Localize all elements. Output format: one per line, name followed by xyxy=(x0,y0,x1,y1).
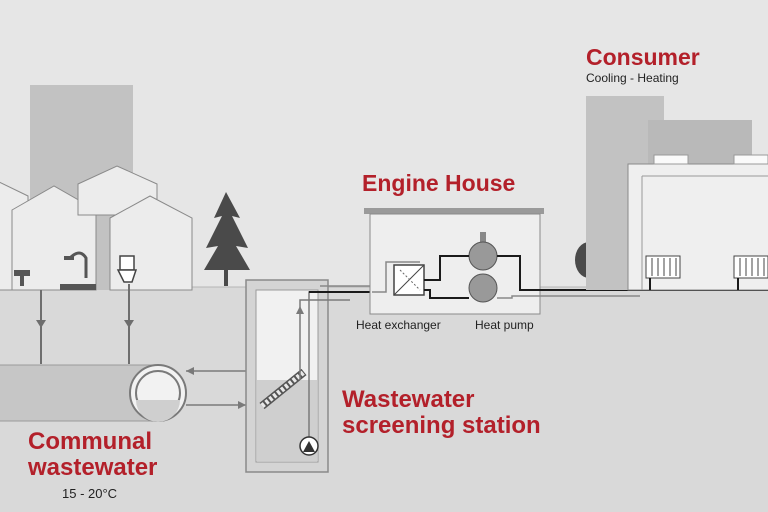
drain-arrow-2 xyxy=(124,320,134,328)
toilet-icon xyxy=(116,255,138,283)
consumer-title: Consumer xyxy=(586,44,700,70)
tree-icon xyxy=(204,192,250,286)
sewer-cross-section xyxy=(129,364,187,422)
house-2 xyxy=(11,185,97,291)
screening-station-label-line2: screening station xyxy=(342,412,541,439)
heat-exchanger-label: Heat exchanger xyxy=(356,318,441,332)
consumer-subtitle: Cooling - Heating xyxy=(586,71,679,85)
intake-pipe xyxy=(186,401,246,409)
radiator-icon-2 xyxy=(733,255,768,290)
screening-station-label-line1: Wastewater xyxy=(342,386,475,413)
drain-arrow-1 xyxy=(36,320,46,328)
heat-exchanger-icon xyxy=(393,264,425,296)
pump-icon xyxy=(299,436,319,456)
sink-icon xyxy=(14,270,30,286)
engine-internal-pipes xyxy=(372,255,540,299)
roof-unit-2 xyxy=(733,154,768,165)
screen-filter xyxy=(259,368,307,410)
communal-wastewater-label-line2: wastewater xyxy=(28,454,158,481)
faucet-icon xyxy=(64,251,88,278)
radiator-icon xyxy=(645,255,681,290)
bathtub-icon xyxy=(60,284,96,290)
engine-house-label: Engine House xyxy=(362,170,516,196)
communal-wastewater-label-line1: Communal xyxy=(28,428,153,455)
temperature-label: 15 - 20°C xyxy=(62,486,118,501)
return-pipe xyxy=(186,367,246,375)
heat-pump-label: Heat pump xyxy=(475,318,534,332)
roof-unit-1 xyxy=(653,154,689,165)
